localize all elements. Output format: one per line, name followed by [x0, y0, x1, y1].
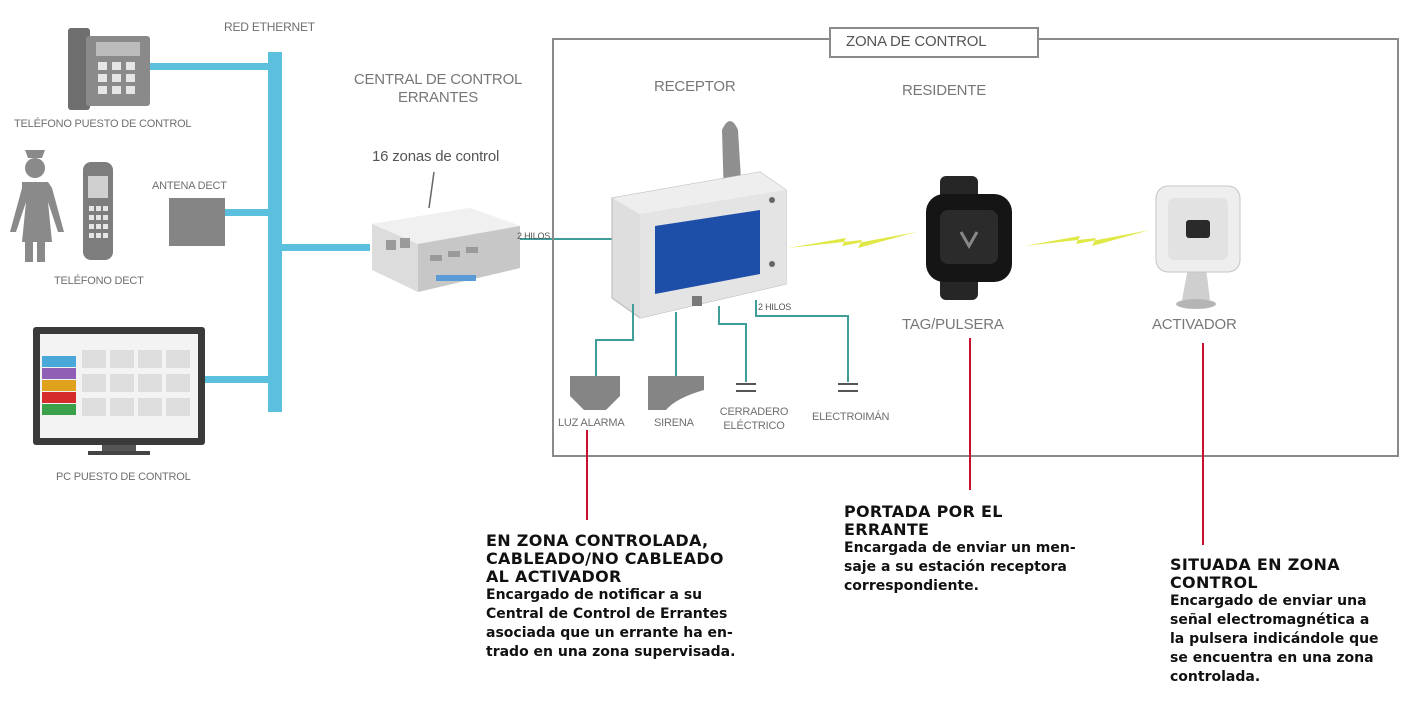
activator-note-body-3: la pulsera indicándole que — [1170, 631, 1379, 647]
resident-label: RESIDENTE — [902, 82, 987, 99]
activator-note-title-2: CONTROL — [1170, 573, 1258, 592]
activator-note-body-2: señal electromagnética a — [1170, 612, 1370, 628]
wristband-tag-icon — [926, 176, 1012, 300]
receptor-note-title-2: CABLEADO/NO CABLEADO — [486, 549, 724, 568]
lock-icon — [736, 383, 756, 392]
activator-icon — [1155, 185, 1241, 309]
activator-note: SITUADA EN ZONA CONTROL Encargado de env… — [1170, 556, 1415, 687]
receptor-note-body-4: trado en una zona supervisada. — [486, 644, 736, 660]
activator-note-body-1: Encargado de enviar una — [1170, 593, 1367, 609]
dect-phone-icon — [83, 162, 113, 260]
electromagnet-icon — [838, 383, 858, 392]
dect-antenna-label: ANTENA DECT — [152, 180, 227, 192]
pc-monitor-icon — [33, 327, 205, 455]
alarm-light-icon — [570, 376, 620, 410]
electromagnet-label: ELECTROIMÁN — [812, 411, 890, 423]
tag-note-title-2: ERRANTE — [844, 520, 930, 539]
two-wires-label-b: 2 HILOS — [758, 302, 792, 312]
activator-note-body-5: controlada. — [1170, 669, 1261, 685]
siren-label: SIRENA — [654, 417, 694, 429]
activator-label: ACTIVADOR — [1152, 316, 1237, 333]
pc-label: PC PUESTO DE CONTROL — [56, 471, 191, 483]
control-zone-title: ZONA DE CONTROL — [846, 33, 987, 50]
desk-phone-label: TELÉFONO PUESTO DE CONTROL — [14, 118, 192, 130]
lightning-icon — [788, 232, 916, 248]
peripheral-wires — [595, 300, 849, 382]
tag-note-title-1: PORTADA POR EL — [844, 502, 1003, 521]
receptor-icon — [611, 121, 787, 319]
activator-note-title-1: SITUADA EN ZONA — [1170, 555, 1340, 574]
receptor-note-title-1: EN ZONA CONTROLADA, — [486, 531, 709, 550]
central-title: CENTRAL DE CONTROL ERRANTES — [338, 71, 538, 107]
dect-phone-label: TELÉFONO DECT — [54, 275, 144, 287]
lock-label-line1: CERRADERO — [719, 406, 789, 418]
receptor-label: RECEPTOR — [654, 78, 736, 95]
tag-note: PORTADA POR EL ERRANTE Encargada de envi… — [844, 503, 1114, 596]
two-wires-label-a: 2 HILOS — [517, 231, 551, 241]
receptor-note: EN ZONA CONTROLADA, CABLEADO/NO CABLEADO… — [486, 532, 806, 662]
ethernet-network — [150, 52, 370, 412]
tag-note-body-3: correspondiente. — [844, 578, 979, 594]
tag-note-body-2: saje a su estación receptora — [844, 559, 1067, 575]
central-title-line1: CENTRAL DE CONTROL — [353, 71, 523, 88]
activator-note-body-4: se encuentra en una zona — [1170, 650, 1374, 666]
receptor-note-title-3: AL ACTIVADOR — [486, 567, 622, 586]
lock-label: CERRADERO ELÉCTRICO — [714, 405, 794, 433]
central-title-line2: ERRANTES — [397, 89, 479, 106]
siren-icon — [648, 376, 704, 410]
alarm-light-label: LUZ ALARMA — [558, 417, 625, 429]
lock-label-line2: ELÉCTRICO — [723, 420, 785, 432]
dect-antenna-icon — [169, 198, 225, 246]
receptor-note-body-2: Central de Control de Errantes — [486, 606, 728, 622]
lightning-icon — [1024, 230, 1150, 246]
zones-count-label: 16 zonas de control — [372, 148, 500, 165]
callout-lines — [586, 338, 1204, 545]
ethernet-label: RED ETHERNET — [224, 20, 315, 34]
desk-phone-icon — [68, 28, 150, 110]
tag-note-body-1: Encargada de enviar un men- — [844, 540, 1076, 556]
nurse-icon — [10, 150, 64, 262]
control-central-icon — [372, 171, 520, 292]
receptor-note-body-3: asociada que un errante ha en- — [486, 625, 733, 641]
control-zone-border — [552, 27, 1399, 457]
tag-label: TAG/PULSERA — [902, 316, 1004, 333]
receptor-note-body-1: Encargado de notificar a su — [486, 587, 703, 603]
